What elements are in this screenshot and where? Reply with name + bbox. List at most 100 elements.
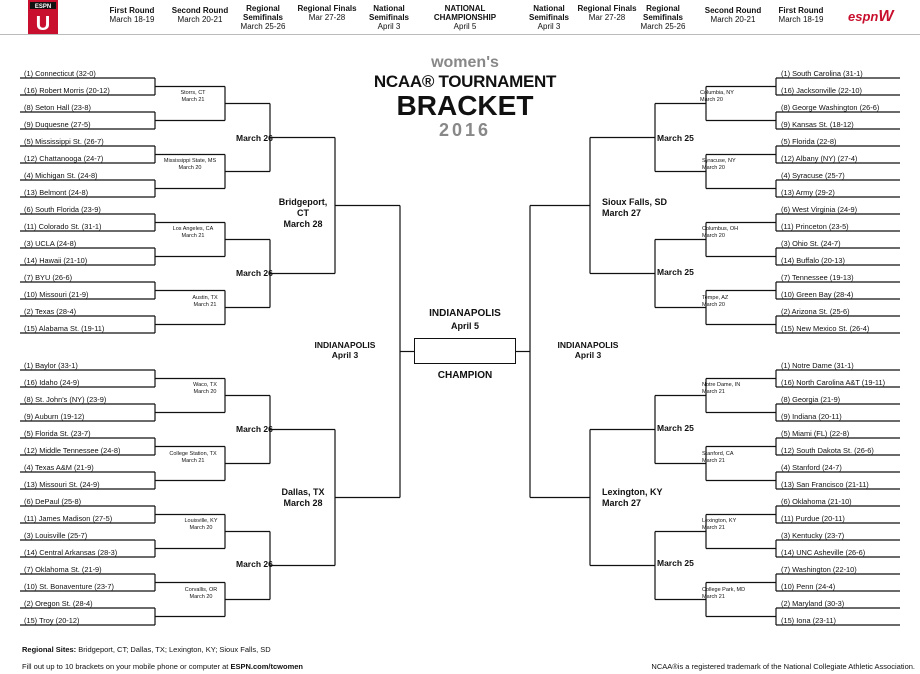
team-slot[interactable]: (14) Hawaii (21-10) (24, 256, 88, 265)
round-dates: March 20-21 (177, 15, 223, 24)
team-slot[interactable]: (10) Missouri (21-9) (24, 290, 89, 299)
team-slot[interactable]: (11) James Madison (27-5) (24, 514, 113, 523)
round-date-label: March 25 (657, 423, 694, 433)
team-slot[interactable]: (9) Duquesne (27-5) (24, 120, 91, 129)
site-city: Lexington, KY (702, 518, 737, 524)
round-dates: March 25-26 (640, 22, 686, 31)
team-slot[interactable]: (3) Ohio St. (24-7) (781, 239, 841, 248)
team-slot[interactable]: (15) Troy (20-12) (24, 616, 80, 625)
team-slot[interactable]: (10) Green Bay (28-4) (781, 290, 854, 299)
team-slot[interactable]: (15) Alabama St. (19-11) (24, 324, 105, 333)
champion-box[interactable] (414, 338, 516, 364)
team-slot[interactable]: (16) Jacksonville (22-10) (781, 86, 862, 95)
team-slot[interactable]: (12) South Dakota St. (26-6) (781, 446, 874, 455)
bracket-title: women's NCAA® TOURNAMENT BRACKET 2016 (370, 54, 560, 141)
team-slot[interactable]: (9) Indiana (20-11) (781, 412, 842, 421)
team-slot[interactable]: (6) DePaul (25-8) (24, 497, 82, 506)
team-slot[interactable]: (12) Albany (NY) (27-4) (781, 154, 858, 163)
team-slot[interactable]: (1) Connecticut (32-0) (24, 69, 96, 78)
team-slot[interactable]: (7) Oklahoma St. (21-9) (24, 565, 102, 574)
team-slot[interactable]: (2) Oregon St. (28-4) (24, 599, 93, 608)
team-slot[interactable]: (9) Auburn (19-12) (24, 412, 85, 421)
team-slot[interactable]: (13) Army (29-2) (781, 188, 835, 197)
team-slot[interactable]: (1) Notre Dame (31-1) (781, 361, 854, 370)
team-slot[interactable]: (16) Robert Morris (20-12) (24, 86, 110, 95)
team-slot[interactable]: (8) George Washington (26-6) (781, 103, 880, 112)
team-slot[interactable]: (6) Oklahoma (21-10) (781, 497, 852, 506)
team-slot[interactable]: (2) Texas (28-4) (24, 307, 77, 316)
team-slot[interactable]: (5) Florida St. (23-7) (24, 429, 91, 438)
round-name: Second Round (171, 6, 229, 15)
team-slot[interactable]: (3) Kentucky (23-7) (781, 531, 845, 540)
team-slot[interactable]: (4) Texas A&M (21-9) (24, 463, 94, 472)
team-slot[interactable]: (7) Washington (22-10) (781, 565, 857, 574)
team-slot[interactable]: (5) Florida (22-8) (781, 137, 837, 146)
region-date: March 27 (602, 498, 642, 508)
team-slot[interactable]: (3) Louisville (25-7) (24, 531, 88, 540)
team-slot[interactable]: (8) Georgia (21-9) (781, 395, 841, 404)
team-slot[interactable]: (3) UCLA (24-8) (24, 239, 77, 248)
team-slot[interactable]: (5) Mississippi St. (26-7) (24, 137, 104, 146)
team-slot[interactable]: (4) Stanford (24-7) (781, 463, 842, 472)
team-slot[interactable]: (4) Syracuse (25-7) (781, 171, 845, 180)
team-slot[interactable]: (11) Purdue (20-11) (781, 514, 845, 523)
team-slot[interactable]: (15) Iona (23-11) (781, 616, 836, 625)
team-slot[interactable]: (16) Idaho (24-9) (24, 378, 80, 387)
team-slot[interactable]: (2) Arizona St. (25-6) (781, 307, 850, 316)
site-city: Louisville, KY (184, 518, 218, 524)
team-slot[interactable]: (14) Buffalo (20-13) (781, 256, 845, 265)
team-slot[interactable]: (10) Penn (24-4) (781, 582, 836, 591)
team-slot[interactable]: (11) Colorado St. (31-1) (24, 222, 102, 231)
site-date: March 21 (181, 457, 205, 464)
site-date: March 20 (189, 593, 213, 600)
site-date: March 21 (181, 96, 205, 103)
team-slot[interactable]: (15) New Mexico St. (26-4) (781, 324, 870, 333)
team-slot[interactable]: (7) Tennessee (19-13) (781, 273, 854, 282)
regional-sites-list: Bridgeport, CT; Dallas, TX; Lexington, K… (78, 645, 271, 654)
team-slot[interactable]: (12) Chattanooga (24-7) (24, 154, 104, 163)
final-city: INDIANAPOLIS (429, 308, 501, 319)
site-date: March 20 (178, 164, 202, 171)
team-slot[interactable]: (8) St. John's (NY) (23-9) (24, 395, 107, 404)
team-slot[interactable]: (14) UNC Asheville (26-6) (781, 548, 866, 557)
semifinal-left: INDIANAPOLIS April 3 (300, 340, 390, 360)
team-slot[interactable]: (12) Middle Tennessee (24-8) (24, 446, 121, 455)
espn-link[interactable]: ESPN.com/tcwomen (230, 662, 303, 671)
team-slot[interactable]: (14) Central Arkansas (28-3) (24, 548, 118, 557)
team-slot[interactable]: (16) North Carolina A&T (19-11) (781, 378, 886, 387)
team-slot[interactable]: (9) Kansas St. (18-12) (781, 120, 854, 129)
team-slot[interactable]: (13) San Francisco (21-11) (781, 480, 869, 489)
team-slot[interactable]: (7) BYU (26-6) (24, 273, 73, 282)
team-slot[interactable]: (1) Baylor (33-1) (24, 361, 78, 370)
team-slot[interactable]: (13) Missouri St. (24-9) (24, 480, 100, 489)
team-slot[interactable]: (10) St. Bonaventure (23-7) (24, 582, 114, 591)
team-slot[interactable]: (13) Belmont (24-8) (24, 188, 89, 197)
round-name: Regional Semifinals (642, 4, 683, 22)
espnw-logo: espnW (848, 8, 894, 25)
site-city: Waco, TX (193, 382, 217, 388)
espnu-logo: ESPN U (28, 0, 58, 34)
team-slot[interactable]: (6) West Virginia (24-9) (781, 205, 858, 214)
regional-sites-note: Regional Sites: Bridgeport, CT; Dallas, … (22, 645, 271, 654)
team-slot[interactable]: (11) Princeton (23-5) (781, 222, 849, 231)
team-slot[interactable]: (4) Michigan St. (24-8) (24, 171, 98, 180)
team-slot[interactable]: (6) South Florida (23-9) (24, 205, 101, 214)
round-name: Regional Finals (577, 4, 637, 13)
team-slot[interactable]: (5) Miami (FL) (22-8) (781, 429, 850, 438)
round-name: Regional Semifinals (242, 4, 283, 22)
team-slot[interactable]: (8) Seton Hall (23-8) (24, 103, 91, 112)
team-slot[interactable]: (2) Maryland (30-3) (781, 599, 845, 608)
site-city: Storrs, CT (180, 90, 206, 96)
team-slot[interactable]: (1) South Carolina (31-1) (781, 69, 863, 78)
